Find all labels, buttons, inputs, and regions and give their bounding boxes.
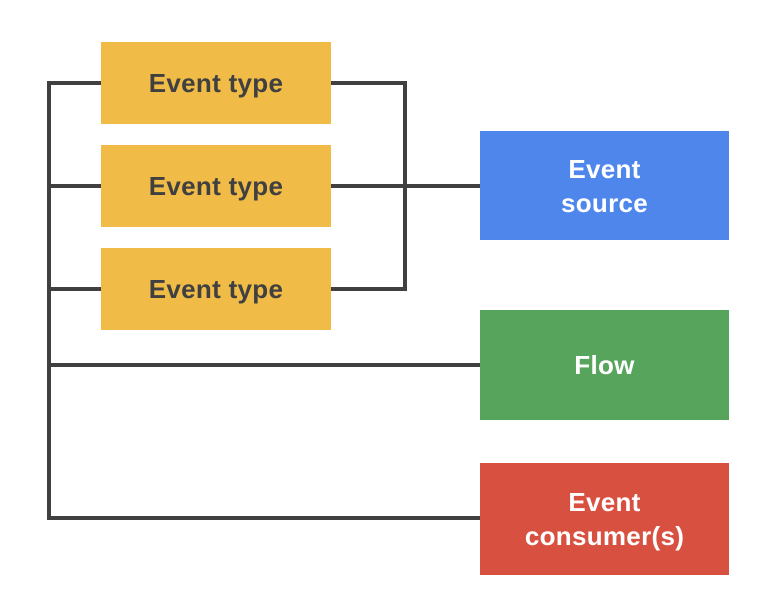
connector-right-rail: [403, 81, 407, 291]
connector-to-event-consumers: [51, 516, 480, 520]
connector-event-type-1-left: [51, 81, 101, 85]
node-event-type-3: Event type: [101, 248, 331, 330]
node-event-type-1: Event type: [101, 42, 331, 124]
connector-event-type-1-right: [331, 81, 405, 85]
node-flow: Flow: [480, 310, 729, 420]
connector-event-type-3-right: [331, 287, 405, 291]
node-event-source: Event source: [480, 131, 729, 240]
connector-event-type-3-left: [51, 287, 101, 291]
connector-left-rail: [47, 81, 51, 520]
connector-event-type-2-left: [51, 184, 101, 188]
node-event-type-2: Event type: [101, 145, 331, 227]
connector-to-flow: [51, 363, 480, 367]
node-event-consumers: Event consumer(s): [480, 463, 729, 575]
